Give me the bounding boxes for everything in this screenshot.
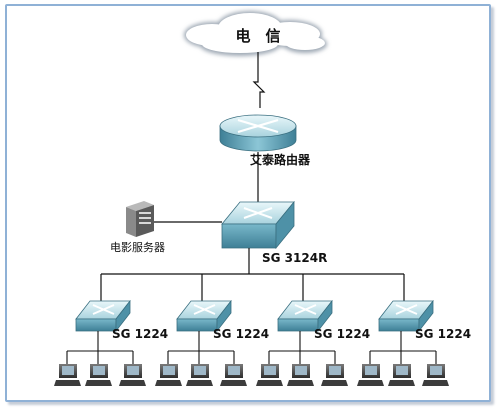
switch-icon <box>75 299 131 333</box>
switch-icon <box>277 299 333 333</box>
access-group: SG 1224 <box>357 299 471 386</box>
pc-icon <box>85 364 112 386</box>
pc-icon <box>256 364 283 386</box>
distribution-bus <box>100 248 405 304</box>
pc-icon <box>186 364 213 386</box>
cloud-label: 电 信 <box>235 27 280 45</box>
pc-icon <box>388 364 415 386</box>
switch-icon <box>378 299 434 333</box>
cloud-icon <box>184 11 327 56</box>
router-label: 艾泰路由器 <box>250 152 311 167</box>
router-icon <box>219 114 297 152</box>
pc-icon <box>422 364 449 386</box>
access-group: SG 1224 <box>256 299 370 386</box>
access-group: SG 1224 <box>54 299 168 386</box>
pc-icon <box>321 364 348 386</box>
pc-icon <box>357 364 384 386</box>
pc-icon <box>220 364 247 386</box>
pc-icon <box>54 364 81 386</box>
pc-icon <box>155 364 182 386</box>
server-label: 电影服务器 <box>110 241 165 254</box>
wan-link <box>252 52 266 108</box>
core-switch-label: SG 3124R <box>262 251 327 265</box>
switch-icon <box>221 200 295 250</box>
switch-icon <box>176 299 232 333</box>
access-switch-label: SG 1224 <box>213 327 269 341</box>
access-switch-label: SG 1224 <box>415 327 471 341</box>
access-switch-label: SG 1224 <box>314 327 370 341</box>
pc-icon <box>119 364 146 386</box>
server-icon <box>126 201 154 237</box>
access-switch-label: SG 1224 <box>112 327 168 341</box>
access-group: SG 1224 <box>155 299 269 386</box>
pc-icon <box>287 364 314 386</box>
